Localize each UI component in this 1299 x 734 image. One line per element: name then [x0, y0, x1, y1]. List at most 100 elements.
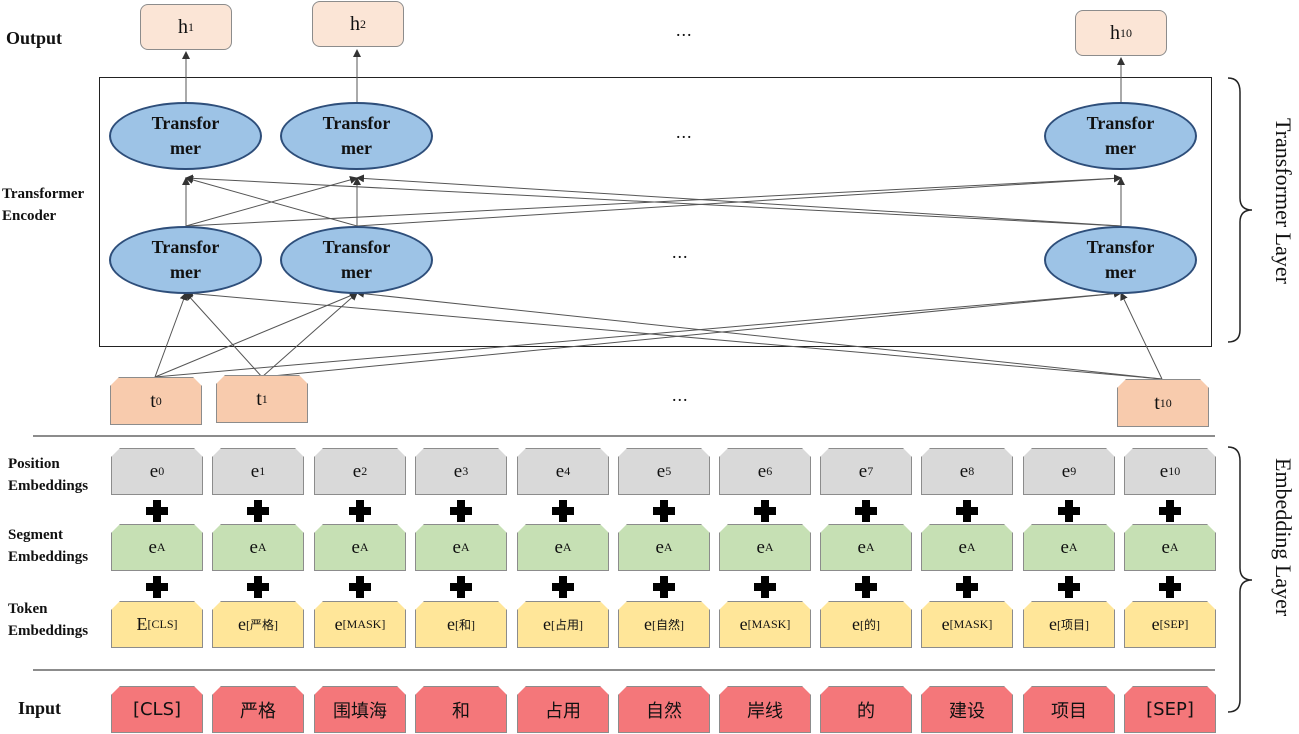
- input-token-10: [SEP]: [1124, 686, 1216, 733]
- token-embedding-3: e[和]: [415, 601, 507, 648]
- position-embedding-base: e: [858, 460, 868, 482]
- output-h1-base: h: [178, 15, 188, 38]
- token-embedding-base: e: [739, 614, 748, 634]
- position-embedding-base: e: [352, 460, 362, 482]
- segment-embedding-base: e: [1060, 536, 1069, 558]
- segment-embedding-base: e: [958, 536, 967, 558]
- token-embedding-base: e: [644, 614, 652, 634]
- token-embedding-8: e[MASK]: [921, 601, 1013, 648]
- transformer-encoder-frame: [99, 77, 1212, 347]
- t-ellipsis: ...: [672, 385, 689, 405]
- segment-embedding-sub: A: [865, 540, 875, 554]
- position-embedding-base: e: [1061, 460, 1071, 482]
- token-embedding-sub: [SEP]: [1159, 617, 1189, 631]
- plus-icon: [653, 576, 675, 598]
- position-embedding-sub: 8: [968, 464, 975, 478]
- position-row-label: Position Embeddings: [8, 456, 89, 494]
- position-embedding-sub: 5: [665, 464, 672, 478]
- segment-row-label: Segment Embeddings: [8, 527, 89, 565]
- token-embedding-5: e[自然]: [618, 601, 710, 648]
- position-embedding-base: e: [757, 460, 767, 482]
- position-embedding-sub: 7: [867, 464, 874, 478]
- position-embedding-sub: 0: [158, 464, 165, 478]
- segment-embedding-sub: A: [359, 540, 369, 554]
- token-embedding-sub: [MASK]: [747, 617, 791, 631]
- segment-embedding-base: e: [1161, 536, 1170, 558]
- segment-embedding-sub: A: [156, 540, 166, 554]
- transformer-node-lower-2: Transfor mer: [280, 226, 433, 294]
- position-embedding-sub: 6: [766, 464, 773, 478]
- plus-icon: [653, 500, 675, 522]
- plus-icon: [754, 576, 776, 598]
- token-embedding-sub: [自然]: [652, 618, 684, 632]
- position-embedding-sub: 10: [1168, 464, 1181, 478]
- segment-embedding-base: e: [554, 536, 563, 558]
- plus-icon: [1159, 576, 1181, 598]
- transformer-layer-label: Transformer Layer: [1271, 118, 1296, 284]
- segment-embedding-base: e: [148, 536, 157, 558]
- token-embedding-base: e: [941, 614, 950, 634]
- token-embedding-6: e[MASK]: [719, 601, 811, 648]
- divider-transformer-embedding: [33, 435, 1215, 437]
- segment-embedding-base: e: [351, 536, 360, 558]
- position-embedding-base: e: [959, 460, 969, 482]
- segment-embedding-sub: A: [764, 540, 774, 554]
- t1-base: t: [256, 387, 262, 410]
- token-embedding-4: e[占用]: [517, 601, 609, 648]
- token-embedding-0: E[CLS]: [111, 601, 203, 648]
- plus-icon: [146, 500, 168, 522]
- output-h10-sub: 10: [1120, 25, 1132, 40]
- input-token-1: 严格: [212, 686, 304, 733]
- token-embedding-base: e: [238, 614, 246, 634]
- token-embedding-sub: [严格]: [246, 618, 278, 632]
- token-row-label: Token Embeddings: [8, 601, 89, 639]
- input-row-label: Input: [18, 698, 62, 718]
- segment-embedding-sub: A: [966, 540, 976, 554]
- token-embedding-base: e: [334, 614, 343, 634]
- token-embedding-sub: [项目]: [1057, 618, 1089, 632]
- transformer-node-upper-2: Transfor mer: [280, 102, 433, 170]
- output-ellipsis: ...: [676, 20, 693, 40]
- position-embedding-base: e: [1159, 460, 1169, 482]
- input-token-0: [CLS]: [111, 686, 203, 733]
- token-embedding-9: e[项目]: [1023, 601, 1115, 648]
- segment-embedding-sub: A: [562, 540, 572, 554]
- plus-icon: [956, 500, 978, 522]
- segment-embedding-base: e: [452, 536, 461, 558]
- position-embedding-sub: 9: [1070, 464, 1077, 478]
- token-embedding-base: e: [1049, 614, 1057, 634]
- t10-base: t: [1154, 391, 1160, 414]
- segment-embedding-sub: A: [257, 540, 267, 554]
- plus-icon: [450, 576, 472, 598]
- segment-embedding-sub: A: [1169, 540, 1179, 554]
- plus-icon: [552, 500, 574, 522]
- plus-icon: [754, 500, 776, 522]
- output-h1-sub: 1: [188, 19, 194, 34]
- segment-embedding-sub: A: [663, 540, 673, 554]
- token-embedding-base: E: [136, 614, 148, 634]
- input-token-6: 岸线: [719, 686, 811, 733]
- transformer-node-lower-10: Transfor mer: [1044, 226, 1197, 294]
- plus-icon: [855, 576, 877, 598]
- output-row-label: Output: [6, 28, 63, 48]
- plus-icon: [956, 576, 978, 598]
- input-token-3: 和: [415, 686, 507, 733]
- plus-icon: [450, 500, 472, 522]
